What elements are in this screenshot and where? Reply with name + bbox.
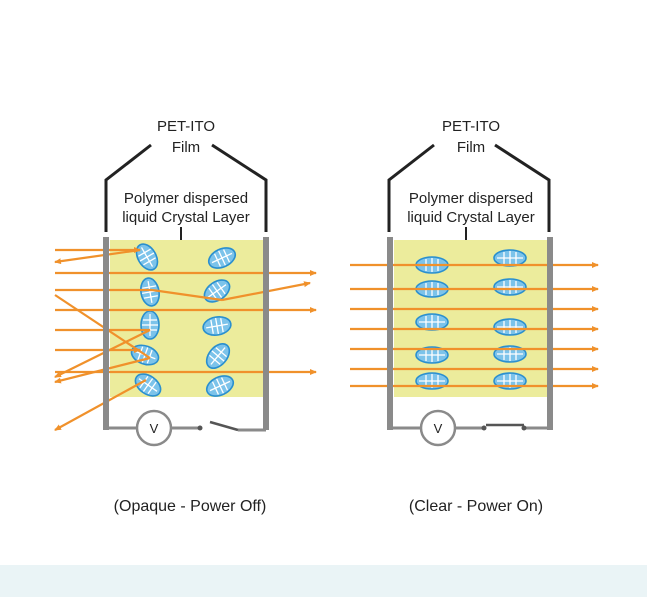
liquid-crystal-droplet-icon [493,249,527,267]
light-ray [54,248,141,265]
layer-label-line1: Polymer dispersed [409,190,533,207]
voltmeter-icon: V [419,409,457,447]
panel-opaque: PET-ITO Film Polymer dispersed liquid Cr… [54,118,317,515]
scattered-light-rays [54,247,317,431]
film-label-line2: Film [457,139,485,156]
layer-label-line2: liquid Crystal Layer [407,209,535,226]
liquid-crystal-droplet-icon [493,318,527,336]
electrode-right [547,237,553,430]
voltmeter-label: V [434,421,443,436]
liquid-crystal-droplet-icon [134,373,162,397]
voltmeter-icon: V [135,409,173,447]
layer-label-line2: liquid Crystal Layer [122,209,250,226]
liquid-crystal-droplet-icon [415,346,449,364]
bottom-band [0,565,647,597]
lc-droplets [130,243,237,397]
light-ray [54,379,147,431]
liquid-crystal-droplet-icon [205,343,231,369]
film-label-line1: PET-ITO [157,118,215,135]
voltmeter-label: V [150,421,159,436]
panel-clear: PET-ITO Film Polymer dispersed liquid Cr… [350,118,599,515]
caption: (Clear - Power On) [409,498,543,515]
liquid-crystal-droplet-icon [415,313,449,331]
film-label-line1: PET-ITO [442,118,500,135]
film-lead-left [387,143,435,232]
caption: (Opaque - Power Off) [114,498,267,515]
electrode-right [263,237,269,430]
lc-layer [110,240,263,397]
circuit-wire [106,426,266,432]
layer-label-line1: Polymer dispersed [124,190,248,207]
liquid-crystal-droplet-icon [202,316,232,336]
film-lead-left [104,143,152,232]
light-ray [151,288,223,302]
liquid-crystal-droplet-icon [140,277,160,307]
closed-switch-icon [481,423,527,431]
electrode-left [387,237,393,430]
liquid-crystal-droplet-icon [493,278,527,296]
open-switch-icon [197,420,239,432]
light-ray [54,356,151,384]
film-lead-right [211,143,268,232]
liquid-crystal-droplet-icon [205,375,235,397]
lc-droplets [415,249,527,390]
liquid-crystal-droplet-icon [207,247,237,269]
liquid-crystal-droplet-icon [135,243,159,271]
liquid-crystal-droplet-icon [203,279,231,303]
film-lead-right [494,143,551,232]
light-ray [54,329,151,378]
liquid-crystal-droplet-icon [140,310,160,340]
film-label-line2: Film [172,139,200,156]
electrode-left [103,237,109,430]
